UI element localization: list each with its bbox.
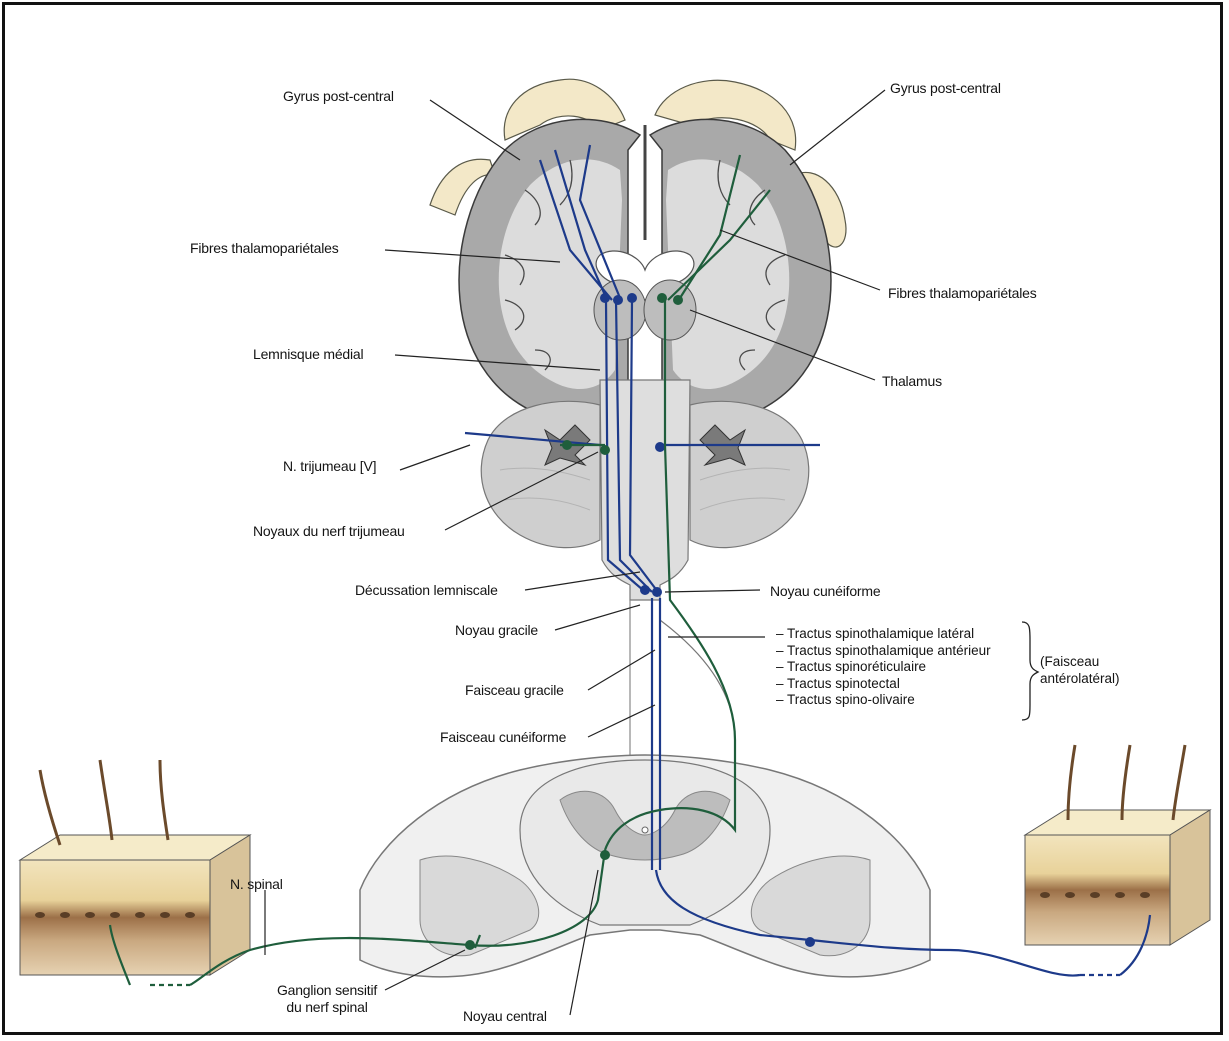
label-decussation: Décussation lemniscale (355, 582, 498, 599)
faisceau-note-line1: (Faisceau (1040, 654, 1120, 671)
cerebellum-left (481, 401, 600, 547)
cerebellum-right (690, 401, 809, 547)
label-noyau-gracile: Noyau gracile (455, 622, 538, 639)
label-faisceau-gracile: Faisceau gracile (465, 682, 564, 699)
label-ganglion-line2: du nerf spinal (252, 999, 402, 1016)
label-ganglion-line1: Ganglion sensitif (252, 982, 402, 999)
label-thalamus: Thalamus (882, 373, 942, 390)
label-noyau-central: Noyau central (463, 1008, 547, 1025)
tract-item: – Tractus spinothalamique antérieur (776, 643, 991, 660)
label-gyrus-left: Gyrus post-central (283, 88, 394, 105)
brainstem (600, 380, 690, 600)
skin-block-left (20, 760, 250, 975)
label-faisceau-cuneiforme: Faisceau cunéiforme (440, 729, 566, 746)
tract-item: – Tractus spino-olivaire (776, 692, 991, 709)
right-thalamus (644, 280, 696, 340)
central-canal (642, 827, 648, 833)
tract-item: – Tractus spinoréticulaire (776, 659, 991, 676)
label-fibres-right: Fibres thalamopariétales (888, 285, 1037, 302)
label-ganglion: Ganglion sensitif du nerf spinal (252, 982, 402, 1016)
label-lemnisque: Lemnisque médial (253, 346, 363, 363)
brain-section (430, 79, 846, 418)
cord-upper (630, 600, 660, 760)
brainstem-cerebellum (481, 380, 809, 600)
skin-block-right (1025, 745, 1210, 945)
label-trijumeau: N. trijumeau [V] (283, 458, 376, 475)
label-gyrus-right: Gyrus post-central (890, 80, 1001, 97)
faisceau-anterolateral-note: (Faisceau antérolatéral) (1040, 654, 1120, 687)
label-n-spinal: N. spinal (230, 876, 283, 893)
tract-item: – Tractus spinotectal (776, 676, 991, 693)
tract-item: – Tractus spinothalamique latéral (776, 626, 991, 643)
brace-icon (1022, 622, 1038, 720)
tract-list: – Tractus spinothalamique latéral – Trac… (776, 626, 991, 709)
label-fibres-left: Fibres thalamopariétales (190, 240, 339, 257)
label-noyaux-trijumeau: Noyaux du nerf trijumeau (253, 523, 405, 540)
faisceau-note-line2: antérolatéral) (1040, 671, 1120, 688)
label-noyau-cuneiforme: Noyau cunéiforme (770, 583, 880, 600)
